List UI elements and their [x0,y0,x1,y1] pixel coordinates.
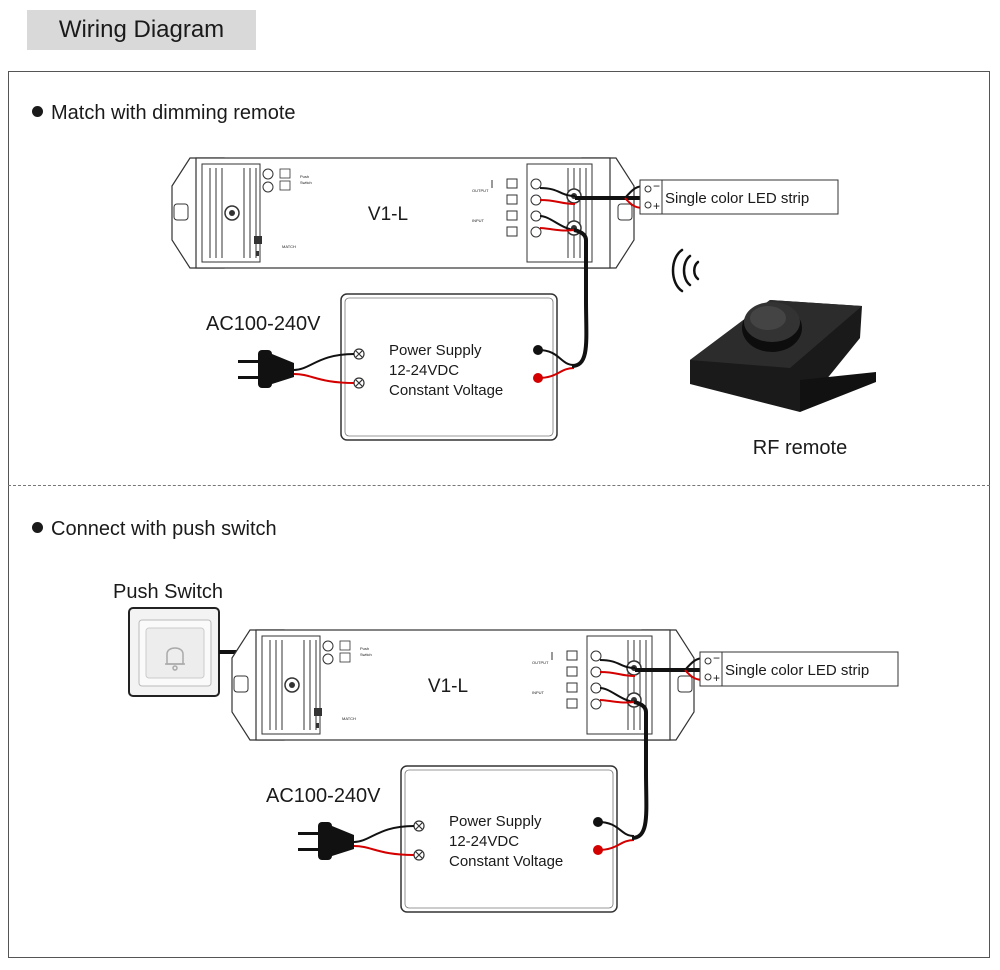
rf-remote [690,300,876,412]
rf-remote-label: RF remote [753,437,847,459]
ac-wire-black-1 [293,353,355,371]
section-1-heading-text: Match with dimming remote [51,102,296,124]
power-supply-line3: Constant Voltage [389,382,503,399]
section-2-heading: Connect with push switch [32,518,277,541]
bullet-icon [32,522,43,533]
controller-label-2: V1-L [428,676,468,697]
bullet-icon [32,106,43,117]
led-strip-2 [699,650,899,687]
power-supply-line2: 12-24VDC [449,833,519,850]
dc-cable-2 [631,700,649,840]
push-switch [128,607,220,697]
dc-cable-1 [571,228,589,368]
led-strip-label-2: Single color LED strip [725,662,869,679]
plug-icon [298,822,354,860]
power-supply-line2: 12-24VDC [389,362,459,379]
wireless-signal-icon [671,248,700,293]
ac-label-2: AC100-240V [266,785,381,807]
led-strip-1 [639,178,839,215]
page-title: Wiring Diagram [27,10,256,50]
ac-label-1: AC100-240V [206,313,321,335]
ac-wire-red-1 [293,373,355,384]
diagram-frame [8,71,990,958]
plug-icon [238,350,294,388]
bell-icon [165,647,185,671]
section-2-heading-text: Connect with push switch [51,518,277,540]
led-strip-label-1: Single color LED strip [665,190,809,207]
power-supply-line3: Constant Voltage [449,853,563,870]
section-1-heading: Match with dimming remote [32,102,296,125]
controller-label-1: V1-L [368,204,408,225]
power-supply-line1: Power Supply [449,813,542,830]
power-supply-line1: Power Supply [389,342,482,359]
section-divider [8,485,990,486]
push-switch-label: Push Switch [113,581,223,603]
